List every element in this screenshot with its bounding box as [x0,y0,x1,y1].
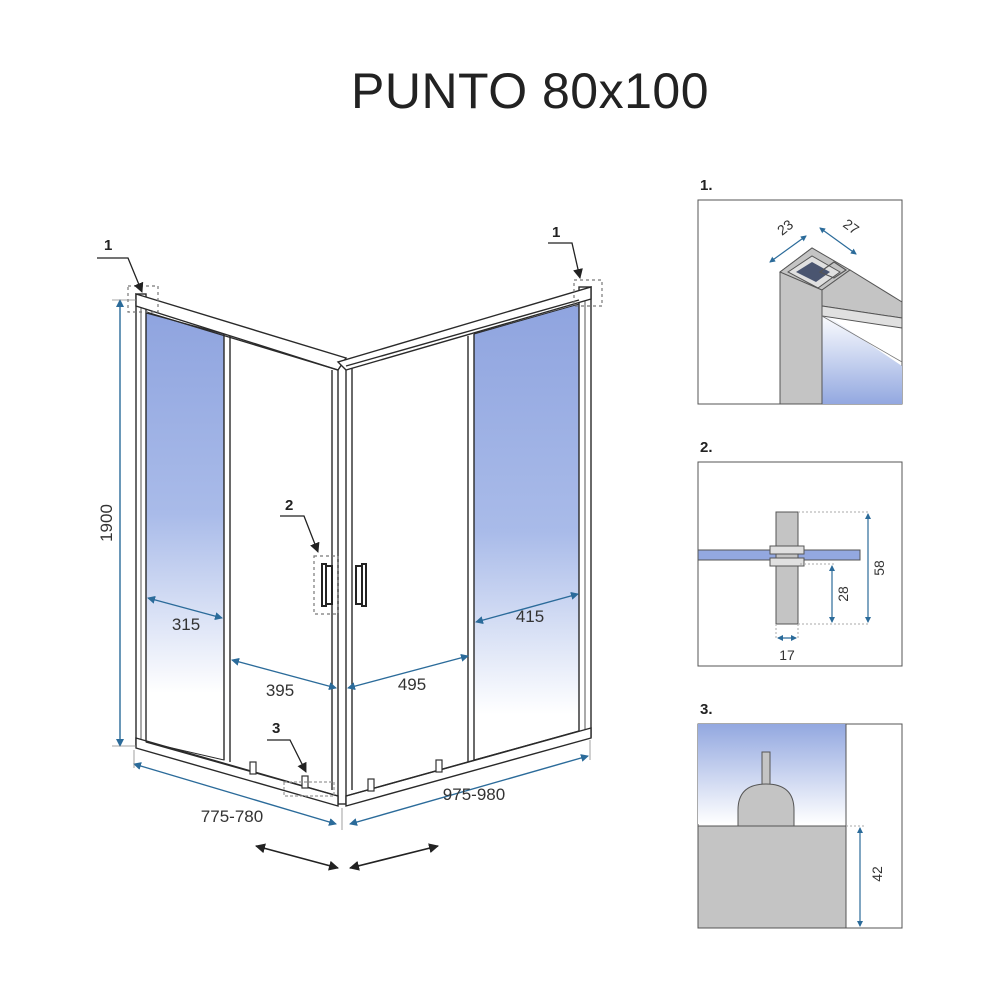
detail-2-label: 2. [700,439,713,456]
page-title: PUNTO 80x100 [350,63,710,119]
dim-right-side: 975-980 [443,785,505,804]
callout-box-1-right [573,279,603,307]
dim-left-fixed: 315 [172,615,200,634]
orientation-arrows [255,843,439,871]
callout-box-2 [313,555,339,615]
dim-right-door: 495 [398,675,426,694]
detail-1-label: 1. [700,177,713,194]
right-top-rail [336,286,592,371]
callout-2: 2 [285,497,293,514]
dim-left-side: 775-780 [201,807,263,826]
detail-2-dim-17: 17 [779,647,795,663]
dim-height: 1900 [97,504,116,542]
callout-1-left: 1 [104,237,112,254]
dim-left-door: 395 [266,681,294,700]
left-fixed-glass [146,313,224,760]
detail-3-dim-42: 42 [869,866,885,882]
dim-right-fixed: 415 [516,607,544,626]
shower-enclosure [127,279,603,807]
door-handles [321,563,367,607]
detail-2-dim-28: 28 [835,586,851,602]
central-post [337,363,347,805]
callout-3: 3 [272,720,280,737]
detail-2-panel [697,461,903,667]
detail-3-label: 3. [700,701,713,718]
callout-1-right: 1 [552,224,560,241]
right-fixed-glass [474,304,579,760]
detail-1-panel [697,199,903,405]
detail-3-panel [697,723,903,929]
detail-2-dim-58: 58 [871,560,887,576]
